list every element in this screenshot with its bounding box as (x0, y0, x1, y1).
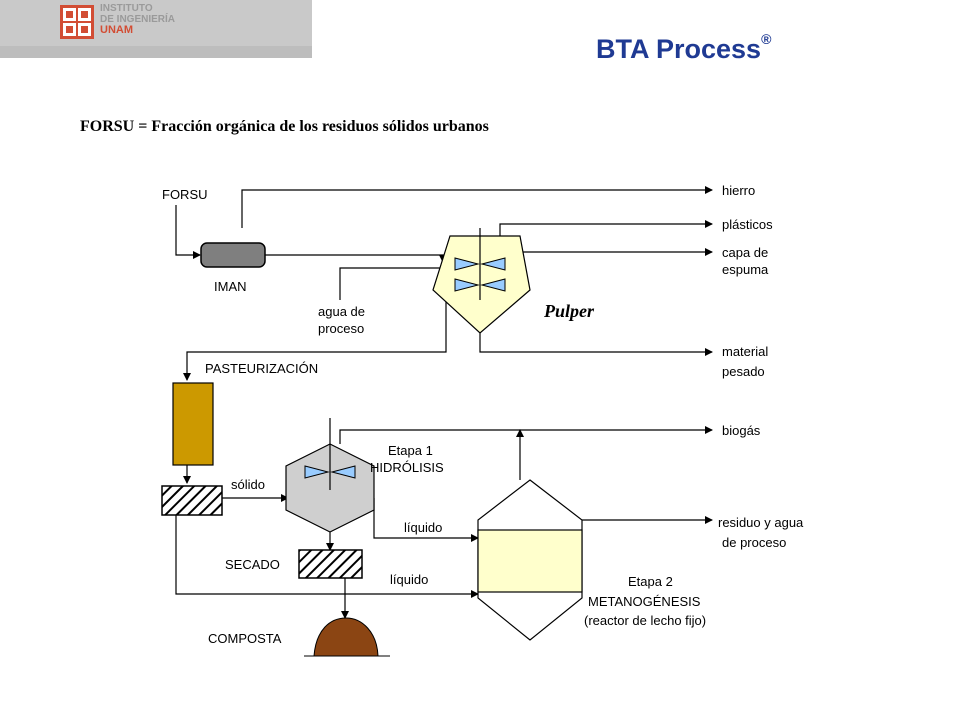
label-residuo-1: residuo y agua (718, 515, 804, 530)
registered-mark: ® (761, 31, 772, 47)
logo-block (0, 0, 312, 46)
logo-line-1: INSTITUTO (100, 3, 153, 14)
label-agua-2: proceso (318, 321, 364, 336)
solid-separator (161, 485, 223, 516)
label-etapa1-2: HIDRÓLISIS (370, 460, 444, 475)
flow-liquido-hydrolysis (373, 498, 479, 542)
label-material-2: pesado (722, 364, 765, 379)
label-residuo-2: de proceso (722, 535, 786, 550)
label-hierro: hierro (722, 183, 755, 198)
label-capa-2: espuma (722, 262, 769, 277)
logo-strip (0, 46, 312, 58)
logo-line-2: DE INGENIERÍA (100, 14, 176, 25)
flow-material-pesado (479, 333, 713, 356)
flow-iman-pulper (265, 254, 447, 263)
label-composta: COMPOSTA (208, 631, 282, 646)
label-plasticos: plásticos (722, 217, 773, 232)
label-etapa2-3: (reactor de lecho fijo) (584, 613, 706, 628)
label-liquido-1: líquido (404, 520, 442, 535)
label-biogas: biogás (722, 423, 761, 438)
label-secado: SECADO (225, 557, 280, 572)
pulper-blade-lower (454, 278, 506, 292)
pulper-tank (432, 235, 531, 334)
label-solido: sólido (231, 477, 265, 492)
label-iman: IMAN (214, 279, 247, 294)
pulper-blade-upper (454, 257, 506, 271)
label-etapa2-1: Etapa 2 (628, 574, 673, 589)
fixed-bed (477, 529, 583, 593)
label-liquido-2: líquido (390, 572, 428, 587)
pasteurizer-vessel (172, 382, 214, 466)
label-etapa1-1: Etapa 1 (388, 443, 433, 458)
flow-pulper-pasteurizacion (183, 300, 447, 381)
flow-liquido-bottom (175, 515, 479, 598)
label-forsu: FORSU (162, 187, 208, 202)
logo-line-3: UNAM (100, 24, 133, 36)
title-text: BTA Process (596, 34, 762, 64)
page-subtitle: FORSU = Fracción orgánica de los residuo… (80, 118, 489, 135)
label-agua-1: agua de (318, 304, 365, 319)
flow-hydrolysis-biogas (339, 426, 713, 444)
iman-separator (200, 242, 266, 268)
flow-forsu-hierro (241, 186, 713, 228)
label-material-1: material (722, 344, 768, 359)
label-pasteurizacion: PASTEURIZACIÓN (205, 361, 318, 376)
secado-dryer (298, 549, 363, 579)
flow-plasticos (499, 220, 713, 248)
label-pulper: Pulper (543, 301, 595, 321)
institute-logo-icon (60, 5, 94, 39)
label-etapa2-2: METANOGÉNESIS (588, 594, 701, 609)
hydrolysis-blade (304, 465, 356, 479)
page-title: BTA Process® (596, 31, 772, 65)
label-capa-1: capa de (722, 245, 768, 260)
institute-logo-text: INSTITUTO DE INGENIERÍA UNAM (100, 3, 175, 36)
flow-forsu-iman (175, 205, 201, 259)
compost-pile (313, 617, 379, 657)
header-bar: INSTITUTO DE INGENIERÍA UNAM (0, 0, 312, 58)
